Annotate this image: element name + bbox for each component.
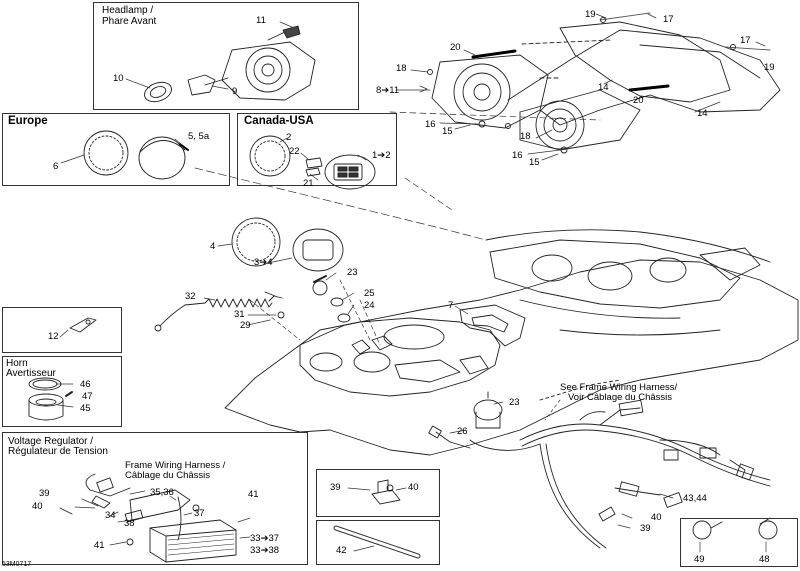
callout-15-upper: 15	[442, 126, 453, 137]
callout-31: 31	[234, 309, 245, 320]
callout-1-to-2: 1➔2	[372, 150, 391, 161]
callout-41-lower: 41	[94, 540, 105, 551]
callout-3-to-4: 3➔4	[254, 257, 273, 268]
callout-40-regulator: 40	[32, 501, 43, 512]
callout-16-upper: 16	[425, 119, 436, 130]
callout-43-44: 43,44	[683, 493, 707, 504]
europe-panel	[2, 113, 230, 186]
diagram-code: 53M0717	[2, 561, 32, 568]
callout-4: 4	[210, 241, 216, 252]
callout-45: 45	[80, 403, 91, 414]
headlamp-assembly-drawing	[144, 25, 316, 103]
callout-10: 10	[113, 73, 124, 84]
callout-14-lower: 14	[697, 108, 708, 119]
canada-usa-gauge-drawing	[249, 135, 376, 190]
callout-11-headlamp: 11	[256, 15, 266, 26]
callout-8-to-11: 8➔11	[376, 85, 400, 96]
callout-17-right: 17	[740, 35, 751, 46]
horn-title-line1: Horn	[6, 358, 28, 369]
horn-drawing	[28, 377, 73, 421]
callout-37: 37	[194, 508, 205, 519]
callout-9: 9	[232, 86, 238, 97]
callout-20-middle: 20	[633, 95, 644, 106]
callout-22: 22	[289, 146, 300, 157]
europe-title: Europe	[8, 115, 48, 127]
frame-harness-drawing	[519, 379, 771, 549]
console-trim-drawing	[459, 304, 526, 347]
callout-18-top: 18	[396, 63, 407, 74]
callout-39-regulator: 39	[39, 488, 50, 499]
callout-15-lower: 15	[529, 157, 540, 168]
rod-42-panel	[316, 520, 440, 565]
callout-20-top: 20	[450, 42, 461, 53]
callout-41-upper: 41	[248, 489, 259, 500]
callout-18-lower: 18	[520, 131, 531, 142]
callout-49: 49	[694, 554, 705, 565]
frame-harness-note-line1: See Frame Wiring Harness/	[560, 382, 678, 393]
callout-19-top: 19	[585, 9, 596, 20]
callout-14-upper: 14	[598, 82, 609, 93]
bracket-12-panel	[2, 307, 122, 353]
callout-32: 32	[185, 291, 196, 302]
horn-panel	[2, 356, 122, 427]
callout-24: 24	[364, 300, 375, 311]
canada-usa-title: Canada-USA	[244, 115, 314, 127]
callout-12: 12	[48, 331, 59, 342]
callout-23-lower: 23	[509, 397, 520, 408]
callout-47: 47	[82, 391, 93, 402]
callout-29: 29	[240, 320, 251, 331]
frame-harness-note-line2: Voir Câblage du Châssis	[568, 392, 673, 403]
gauge-parts-drawing	[231, 217, 351, 323]
rod-42-drawing	[333, 525, 421, 559]
bracket-12-drawing	[69, 317, 97, 333]
callout-7: 7	[448, 300, 454, 311]
console-body-drawing	[224, 229, 799, 456]
regulator-title-line1: Voltage Regulator /	[8, 436, 94, 447]
headlamp-housing-drawing	[427, 12, 781, 154]
clamps-panel	[680, 518, 798, 567]
callout-16-lower: 16	[512, 150, 523, 161]
ignition-switch-drawing	[428, 391, 541, 451]
callout-33-to-37: 33➔37	[250, 533, 280, 544]
voltage-regulator-drawing	[59, 473, 237, 563]
canada-usa-panel	[237, 113, 397, 186]
callout-21: 21	[303, 178, 314, 189]
callout-39-right: 39	[640, 523, 651, 534]
headlamp-panel	[93, 2, 359, 110]
callout-38: 38	[124, 518, 135, 529]
callout-40-right: 40	[651, 512, 662, 523]
leader-lines	[55, 13, 767, 553]
callout-2: 2	[286, 132, 292, 143]
callout-42: 42	[336, 545, 347, 556]
connector-39-panel	[316, 469, 440, 517]
callout-48: 48	[759, 554, 770, 565]
connector-39-drawing	[371, 479, 401, 505]
wiring-spring-drawing	[154, 295, 283, 332]
regulator-title-line2: Régulateur de Tension	[8, 446, 108, 457]
callout-34: 34	[105, 510, 116, 521]
horn-title-line2: Avertisseur	[6, 368, 56, 379]
callout-46: 46	[80, 379, 91, 390]
callout-25: 25	[364, 288, 375, 299]
callout-26: 26	[457, 426, 468, 437]
europe-gauge-drawing	[83, 130, 189, 180]
voltage-regulator-panel	[2, 432, 308, 565]
headlamp-title-line1: Headlamp /	[102, 5, 154, 16]
callout-39-box: 39	[330, 482, 341, 493]
callout-17-top: 17	[663, 14, 674, 25]
callout-19-right: 19	[764, 62, 775, 73]
callout-5-5a: 5, 5a	[188, 131, 210, 142]
callout-23-upper: 23	[347, 267, 358, 278]
callout-35-36: 35,36	[150, 487, 174, 498]
headlamp-title-line2: Phare Avant	[102, 16, 157, 27]
regulator-harness-note-line2: Câblage du Châssis	[125, 470, 211, 481]
callout-40-box: 40	[408, 482, 419, 493]
clamps-drawing	[692, 517, 778, 540]
regulator-harness-note-line1: Frame Wiring Harness /	[125, 460, 226, 471]
callout-33-to-38: 33➔38	[250, 545, 280, 556]
callout-6: 6	[53, 161, 59, 172]
